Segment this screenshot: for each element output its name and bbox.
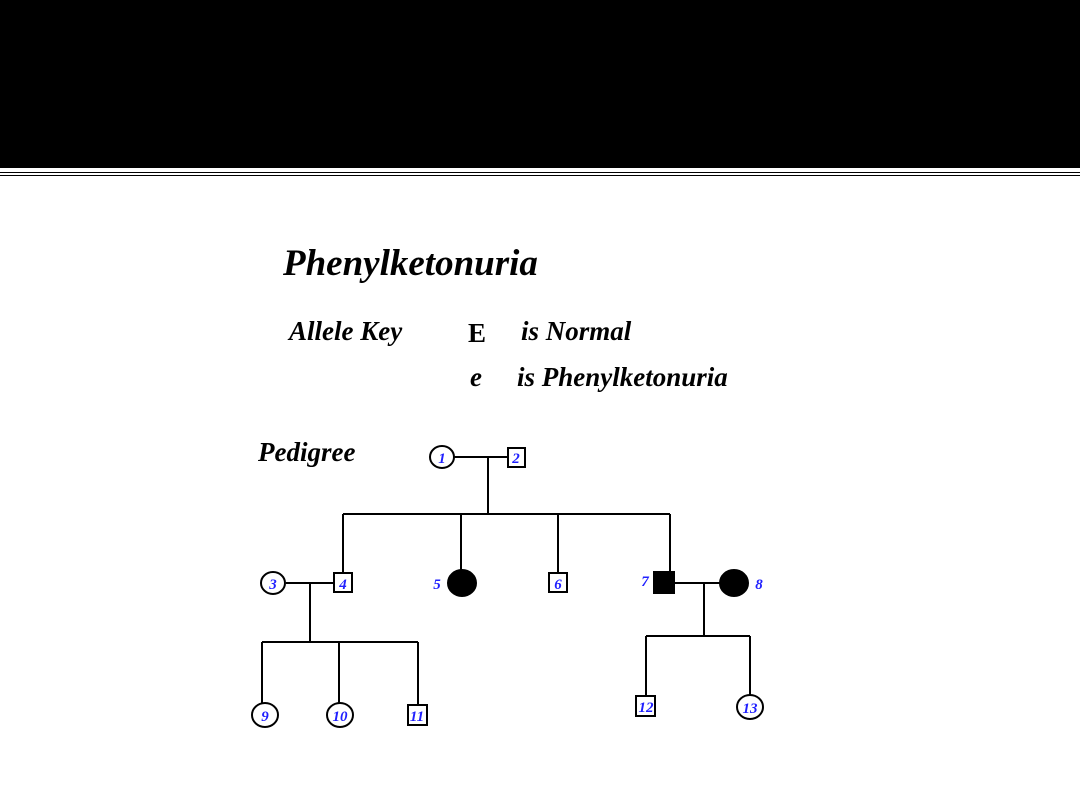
individual-1: 1: [429, 445, 455, 469]
individual-label: 13: [743, 701, 759, 717]
pedigree-lines: [261, 456, 751, 705]
individual-5: 5: [433, 569, 477, 597]
female-symbol-affected: [719, 569, 749, 597]
individual-label: 6: [554, 577, 562, 593]
individual-9: 9: [251, 702, 279, 728]
male-symbol-affected: [653, 571, 675, 594]
female-symbol-affected: [447, 569, 477, 597]
individual-11: 11: [407, 704, 428, 726]
individual-12: 12: [635, 695, 656, 717]
individual-13: 13: [736, 694, 764, 720]
male-symbol: [635, 695, 656, 717]
individual-label: 7: [641, 574, 649, 590]
male-symbol: [548, 572, 568, 593]
individual-label: 1: [438, 451, 446, 467]
header-bar: [0, 0, 1080, 168]
individual-8: 8: [719, 569, 763, 597]
individual-label: 5: [433, 577, 441, 593]
female-symbol: [251, 702, 279, 728]
individual-2: 2: [507, 447, 526, 468]
page-title: Phenylketonuria: [283, 243, 538, 284]
female-symbol: [326, 702, 354, 728]
individual-label: 8: [755, 577, 763, 593]
divider-line: [0, 172, 1080, 173]
individual-4: 4: [333, 572, 353, 593]
female-symbol: [736, 694, 764, 720]
individual-label: 4: [338, 577, 347, 593]
female-symbol: [429, 445, 455, 469]
individual-label: 12: [639, 700, 655, 716]
individual-3: 3: [260, 571, 286, 595]
allele-symbol: e: [470, 362, 482, 392]
divider-line: [0, 175, 1080, 176]
individual-label: 9: [261, 709, 269, 725]
pedigree-label: Pedigree: [258, 437, 356, 467]
allele-symbol: E: [468, 318, 487, 348]
individual-7: 7: [641, 571, 675, 594]
male-symbol: [333, 572, 353, 593]
individual-label: 3: [268, 577, 277, 593]
individual-label: 10: [333, 709, 349, 725]
male-symbol: [407, 704, 428, 726]
allele-key-label: Allele Key: [289, 316, 403, 346]
individual-10: 10: [326, 702, 354, 728]
individual-6: 6: [548, 572, 568, 593]
male-symbol: [507, 447, 526, 468]
female-symbol: [260, 571, 286, 595]
allele-description: is Phenylketonuria: [517, 362, 728, 392]
individual-label: 2: [511, 451, 520, 467]
allele-description: is Normal: [521, 316, 632, 346]
individual-label: 11: [410, 709, 424, 725]
